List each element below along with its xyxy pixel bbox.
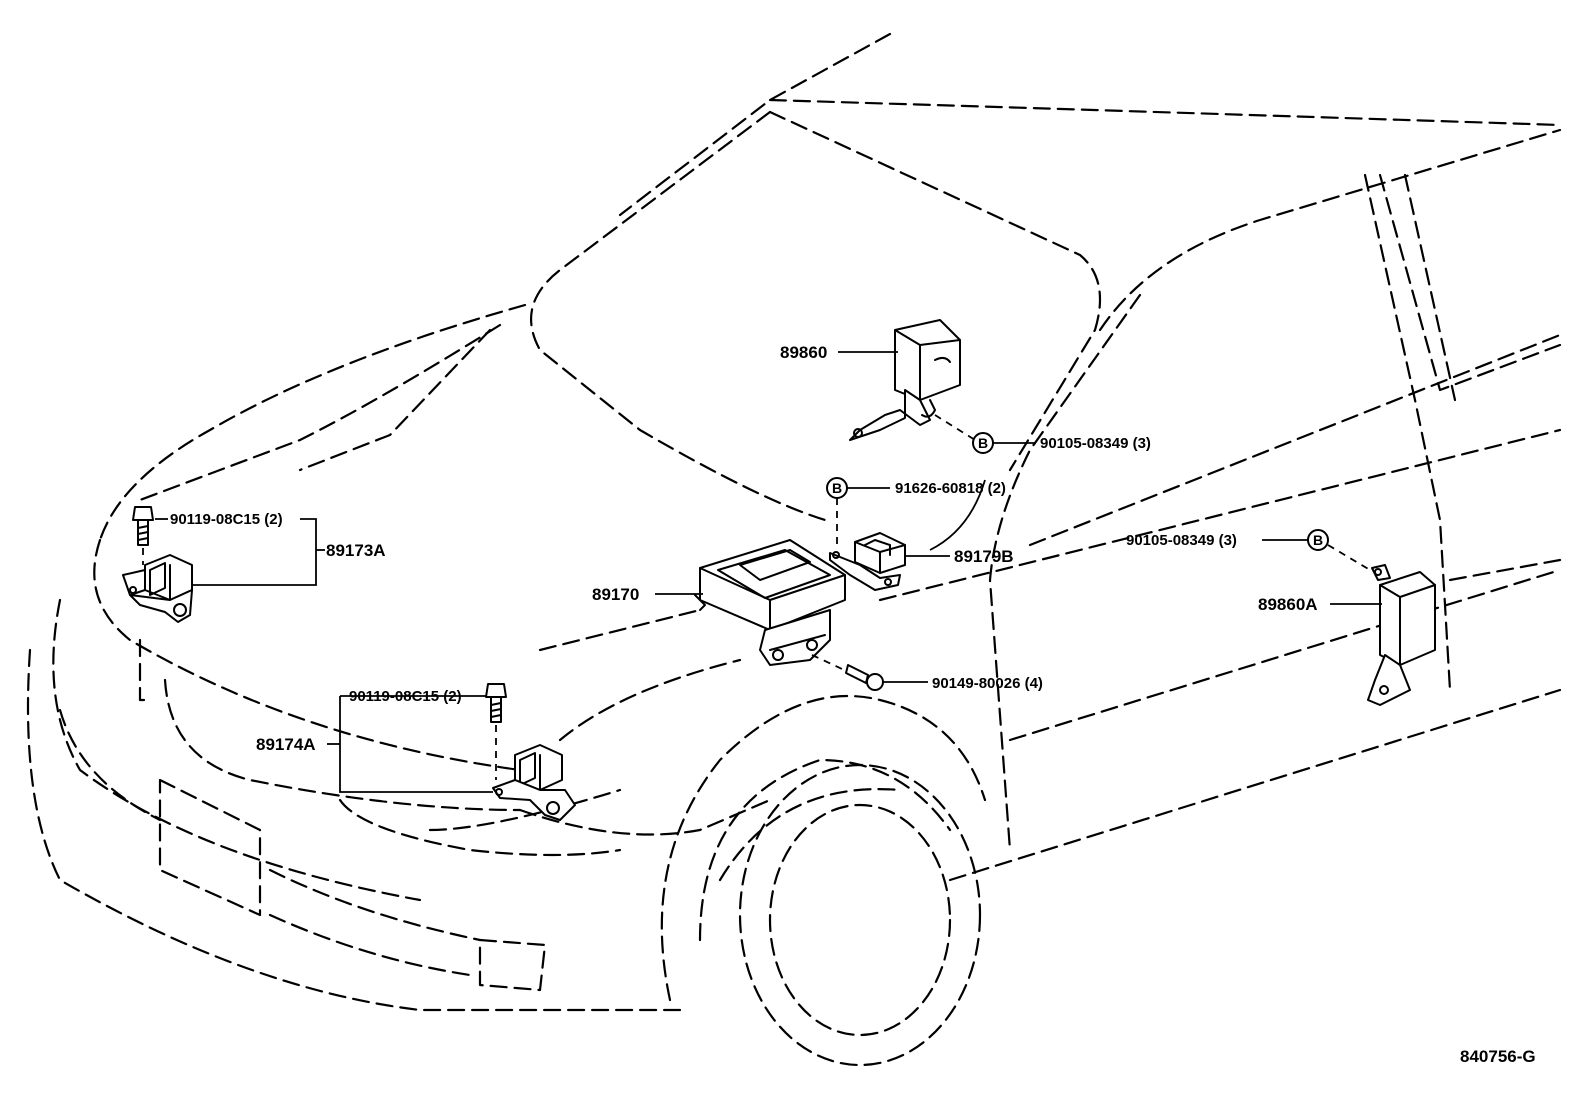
leader-90105-rear-dash: [1327, 544, 1371, 571]
svg-text:B: B: [978, 435, 988, 451]
part-89860a-sensor: [1367, 564, 1436, 706]
bolt-90119-upper-icon: [132, 506, 154, 546]
bolt-90149-icon: [845, 664, 884, 691]
leader-89179b-link: [929, 479, 986, 551]
label-90119-08c15-upper: 90119-08C15 (2): [170, 511, 283, 528]
part-89179b-sensor: [829, 532, 906, 591]
label-91626-60818: 91626-60818 (2): [895, 480, 1006, 497]
label-89179b: 89179B: [954, 547, 1014, 566]
svg-text:B: B: [832, 480, 842, 496]
label-90105-08349-rear: 90105-08349 (3): [1126, 532, 1237, 549]
label-90149-80026: 90149-80026 (4): [932, 675, 1043, 692]
label-89173a: 89173A: [326, 541, 386, 560]
vehicle-outline: [26, 32, 1562, 1067]
part-89170-airbag-ecu: [694, 539, 846, 666]
figure-code: 840756-G: [1460, 1047, 1536, 1066]
leader-89860-bolt-dash: [934, 414, 976, 441]
svg-text:B: B: [1313, 532, 1323, 548]
callout-b-middle: B: [826, 477, 848, 499]
part-89174a-sensor: [492, 744, 576, 821]
callout-b-upper: B: [972, 432, 994, 454]
label-89170: 89170: [592, 585, 639, 604]
part-89173a-sensor: [122, 554, 193, 623]
callout-b-rear: B: [1307, 529, 1329, 551]
leader-89174a-bracket: [339, 696, 493, 793]
label-90105-08349-upper: 90105-08349 (3): [1040, 435, 1151, 452]
bolt-90119-lower-icon: [485, 683, 507, 723]
part-89860-sensor: [849, 319, 961, 441]
label-89174a: 89174A: [256, 735, 316, 754]
leader-89173a-bracket: [192, 518, 317, 586]
label-89860a: 89860A: [1258, 595, 1318, 614]
label-90119-08c15-lower: 90119-08C15 (2): [349, 688, 462, 705]
label-89860: 89860: [780, 343, 827, 362]
